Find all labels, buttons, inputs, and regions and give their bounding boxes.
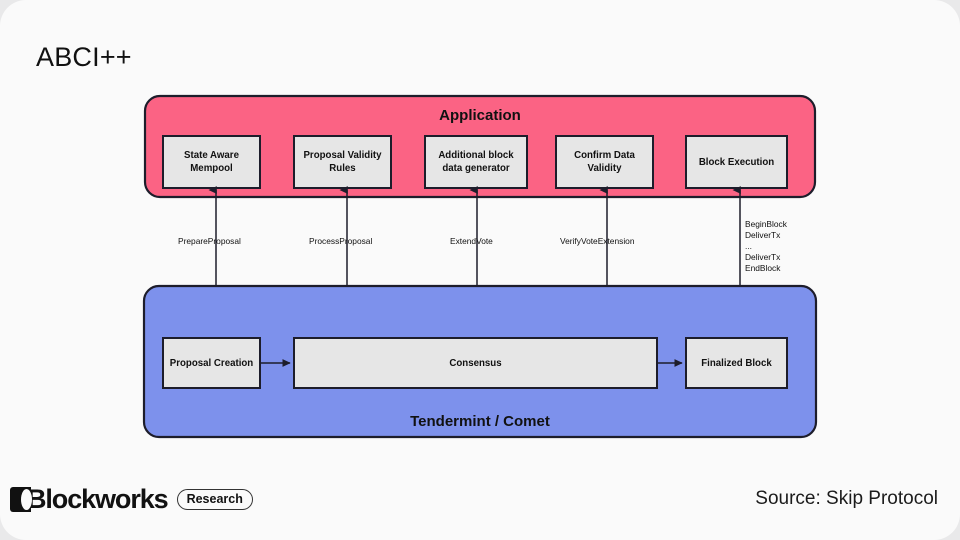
- app-box-label-line2: Mempool: [190, 163, 233, 174]
- consensus-panel-title: Tendermint / Comet: [410, 413, 550, 430]
- consensus-box-finalized-block-label: Finalized Block: [701, 358, 772, 369]
- blockworks-logo-wordmark: Blockworks: [27, 484, 169, 514]
- blockworks-logo[interactable]: Blockworks Research: [10, 486, 253, 513]
- edge-label-abci-block-lifecycle: BeginBlock DeliverTx ... DeliverTx EndBl…: [745, 219, 788, 273]
- blockworks-logo-mark-icon: [10, 487, 32, 512]
- edge-label-line-ellipsis: ...: [745, 241, 752, 251]
- consensus-box-consensus-rect[interactable]: [293, 337, 658, 389]
- consensus-box-proposal-creation-label: Proposal Creation: [170, 358, 254, 369]
- app-box-label-line2: Rules: [329, 163, 355, 174]
- app-box-additional-block-data-generator[interactable]: Additional block data generator: [424, 135, 528, 189]
- app-box-state-aware-mempool-rect[interactable]: [162, 135, 261, 189]
- edge-label-line-begin-block: BeginBlock: [745, 219, 788, 229]
- edge-label-prepare-proposal: PrepareProposal: [178, 236, 241, 246]
- research-badge: Research: [176, 488, 253, 511]
- source-attribution: Source: Skip Protocol: [755, 488, 938, 509]
- consensus-box-proposal-creation-rect[interactable]: [162, 337, 261, 389]
- app-box-label-line2: Validity: [588, 163, 623, 174]
- app-box-label-line1: State Aware: [184, 150, 240, 161]
- application-panel: Application State Aware Mempool Proposal…: [143, 94, 817, 199]
- app-box-additional-block-data-generator-rect[interactable]: [424, 135, 528, 189]
- application-panel-title: Application: [439, 107, 521, 124]
- app-box-state-aware-mempool[interactable]: State Aware Mempool: [162, 135, 261, 189]
- edge-label-process-proposal: ProcessProposal: [309, 236, 372, 246]
- app-box-label-line1: Proposal Validity: [303, 150, 382, 161]
- consensus-box-finalized-block[interactable]: Finalized Block: [685, 337, 788, 389]
- consensus-panel: Proposal Creation Consensus Finalized Bl…: [142, 284, 818, 439]
- app-box-confirm-data-validity[interactable]: Confirm Data Validity: [555, 135, 654, 189]
- app-box-label-line1: Additional block: [438, 150, 514, 161]
- consensus-box-consensus[interactable]: Consensus: [293, 337, 658, 389]
- edge-label-verify-vote-extension: VerifyVoteExtension: [560, 236, 635, 246]
- edge-label-line-end-block: EndBlock: [745, 263, 781, 273]
- consensus-box-finalized-block-rect[interactable]: [685, 337, 788, 389]
- app-box-label-line1: Block Execution: [699, 157, 774, 168]
- app-box-block-execution[interactable]: Block Execution: [685, 135, 788, 189]
- app-box-label-line2: data generator: [442, 163, 510, 174]
- app-box-proposal-validity-rules-rect[interactable]: [293, 135, 392, 189]
- app-box-label-line1: Confirm Data: [574, 150, 635, 161]
- consensus-box-proposal-creation[interactable]: Proposal Creation: [162, 337, 261, 389]
- edge-label-line-deliver-tx-1: DeliverTx: [745, 230, 781, 240]
- app-box-proposal-validity-rules[interactable]: Proposal Validity Rules: [293, 135, 392, 189]
- page-title: ABCI++: [36, 42, 132, 72]
- edge-label-extend-vote: ExtendVote: [450, 236, 493, 246]
- edge-label-line-deliver-tx-2: DeliverTx: [745, 252, 781, 262]
- edge-labels: PrepareProposal ProcessProposal ExtendVo…: [178, 219, 788, 273]
- consensus-box-consensus-label: Consensus: [449, 358, 501, 369]
- app-box-confirm-data-validity-rect[interactable]: [555, 135, 654, 189]
